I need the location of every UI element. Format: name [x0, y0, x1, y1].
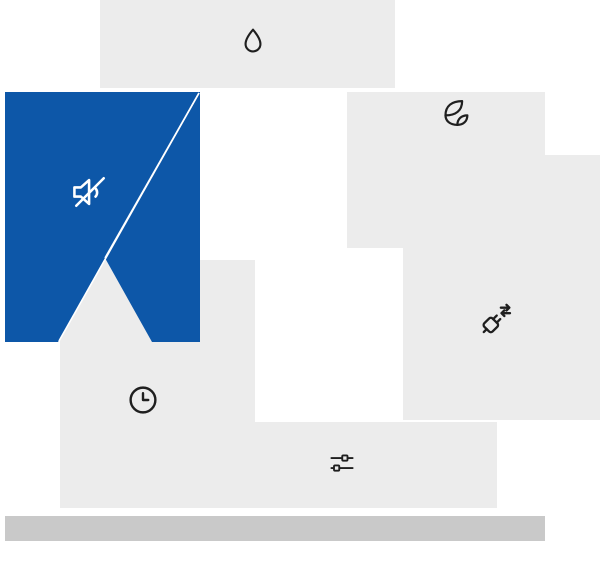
plug-tile[interactable]	[403, 155, 600, 420]
ribbon-banner[interactable]	[5, 92, 200, 342]
bottom-bar	[5, 516, 545, 541]
clock-icon	[125, 382, 161, 418]
water-tile[interactable]	[100, 0, 395, 88]
leaf-icon	[436, 94, 474, 132]
plug-sync-icon	[475, 300, 515, 340]
speaker-mute-icon	[68, 170, 112, 214]
ribbon-shape	[5, 92, 200, 342]
water-drop-icon	[236, 25, 270, 59]
options-sliders-icon	[327, 448, 357, 478]
options-tile[interactable]	[200, 422, 497, 508]
